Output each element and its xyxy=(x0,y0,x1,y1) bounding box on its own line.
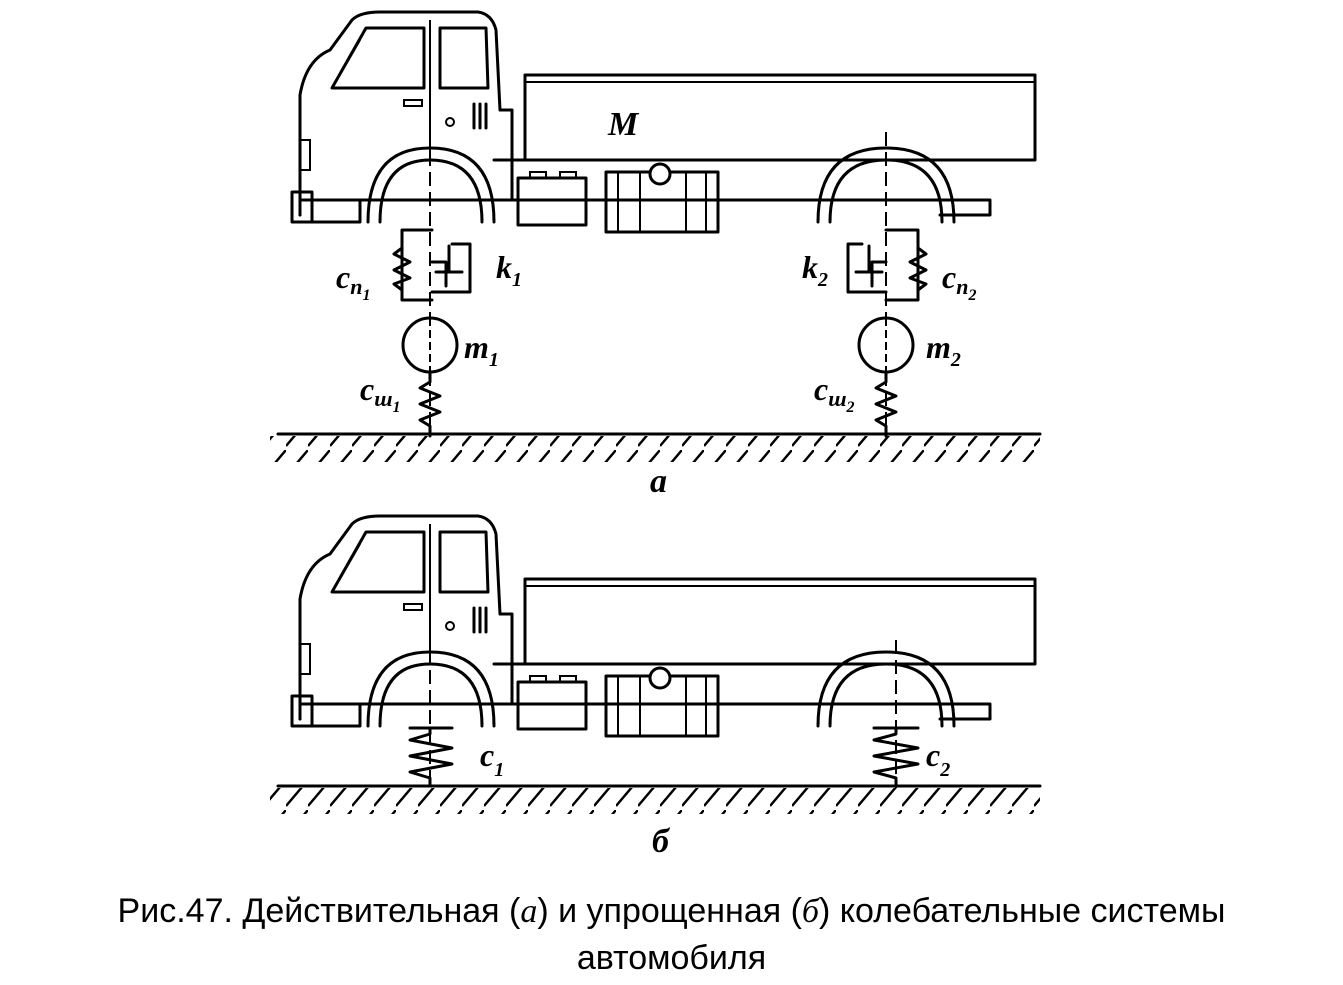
vibration-systems-diagram: M cп1 k1 m1 cш1 k2 cп2 m2 xyxy=(270,10,1042,860)
rear-stiffness-label: c2 xyxy=(926,737,950,781)
figure-a-letter: а xyxy=(650,463,667,500)
rear-suspension-spring xyxy=(908,246,928,292)
rear-damper xyxy=(846,242,888,294)
caption-a: а xyxy=(520,893,538,930)
rear-spring-b xyxy=(872,726,920,788)
front-damper xyxy=(430,242,472,294)
caption-line-2: автомобиля xyxy=(576,939,767,977)
figure-b: c1 c2 б xyxy=(270,514,1042,860)
caption-middle: ) и упрощенная ( xyxy=(537,892,802,930)
front-tire-spring xyxy=(418,370,442,438)
caption-prefix: Рис.47. Действительная ( xyxy=(117,892,521,930)
rear-tire-spring xyxy=(874,370,898,438)
figure-caption: Рис.47. Действительная (а) и упрощенная … xyxy=(0,888,1343,981)
rear-spring-label: cп2 xyxy=(942,259,976,304)
truck-a xyxy=(290,10,1037,234)
rear-tire-label: cш2 xyxy=(814,371,855,416)
truck-b xyxy=(290,514,1037,738)
front-stiffness-label: c1 xyxy=(480,737,504,781)
ground-hatching-b xyxy=(270,788,1040,814)
caption-line-1: Рис.47. Действительная (а) и упрощенная … xyxy=(0,888,1343,935)
rear-damper-label: k2 xyxy=(802,249,828,291)
figure-a: M cп1 k1 m1 cш1 k2 cп2 m2 xyxy=(270,10,1042,500)
front-mass-label: m1 xyxy=(464,329,499,371)
body-mass-label: M xyxy=(607,106,640,143)
front-tire-label: cш1 xyxy=(360,371,401,416)
front-damper-label: k1 xyxy=(496,249,522,291)
ground-hatching-a xyxy=(270,436,1040,462)
figure-b-letter: б xyxy=(652,823,671,860)
rear-mass-label: m2 xyxy=(926,329,961,371)
caption-suffix: ) колебательные системы xyxy=(819,892,1226,930)
front-suspension-spring xyxy=(392,246,412,292)
caption-b: б xyxy=(801,893,820,930)
front-spring-label: cп1 xyxy=(336,259,370,304)
